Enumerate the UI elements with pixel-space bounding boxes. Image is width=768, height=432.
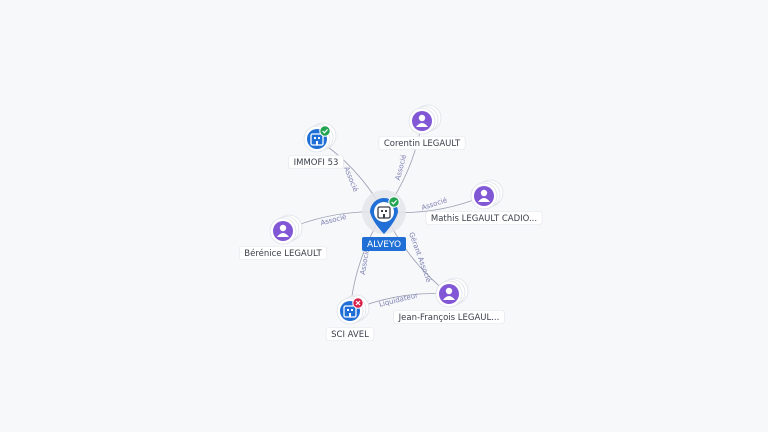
- node-label: Bérénice LEGAULT: [244, 248, 322, 259]
- building-icon-window: [314, 137, 316, 139]
- center-label: ALVEYO: [367, 240, 401, 250]
- edge-label: Associé: [320, 213, 348, 228]
- person-icon: [474, 186, 494, 206]
- node-label-background: [288, 155, 344, 169]
- person-icon-head: [418, 114, 426, 122]
- person-icon: [273, 221, 293, 241]
- person-icon-body: [416, 123, 428, 127]
- person-icon-head: [279, 224, 287, 232]
- person-icon: [439, 284, 459, 304]
- person-icon-body: [277, 233, 289, 237]
- edge-label: Associé: [342, 165, 359, 193]
- edge-label: Gérant Associé: [407, 231, 433, 283]
- building-icon-window: [385, 210, 387, 212]
- edge-label: Liquidateur: [378, 291, 419, 308]
- node-label-background: [393, 310, 505, 324]
- person-icon-body: [478, 198, 490, 202]
- edge-label: Associé: [359, 248, 371, 275]
- building-icon-door: [383, 214, 385, 218]
- node-label: IMMOFI 53: [294, 158, 339, 168]
- node-sciavel[interactable]: SCI AVEL: [325, 294, 375, 341]
- node-label-background: [238, 246, 328, 260]
- node-label-background: [325, 327, 375, 341]
- node-corentin[interactable]: Corentin LEGAULT: [378, 104, 466, 150]
- center-node[interactable]: ALVEYO: [362, 190, 406, 251]
- node-label: Jean-François LEGAUL...: [398, 313, 500, 323]
- building-icon-window: [347, 309, 349, 311]
- edge-label: Associé: [421, 196, 449, 212]
- person-icon-body: [443, 296, 455, 300]
- node-label: Mathis LEGAULT CADIO...: [431, 214, 537, 224]
- building-icon-window: [318, 137, 320, 139]
- node-berenice[interactable]: Bérénice LEGAULT: [238, 214, 328, 260]
- person-icon: [412, 111, 432, 131]
- building-icon-door: [349, 313, 351, 317]
- cross-badge-icon: [352, 297, 364, 309]
- node-label-background: [425, 211, 543, 225]
- building-icon-window: [381, 210, 383, 212]
- node-mathis[interactable]: Mathis LEGAULT CADIO...: [425, 179, 543, 225]
- check-badge-icon: [388, 196, 400, 208]
- person-icon-head: [445, 287, 453, 295]
- node-immofi[interactable]: IMMOFI 53: [288, 122, 344, 169]
- node-label: Corentin LEGAULT: [384, 139, 461, 149]
- building-icon-door: [316, 141, 318, 145]
- edge-label: Associé: [394, 154, 409, 182]
- node-label-background: [378, 136, 466, 150]
- building-icon-window: [351, 309, 353, 311]
- nodes-layer: IMMOFI 53 Corentin LEGAULT Mathis LEGAULT …: [238, 104, 543, 341]
- company-icon: [377, 206, 391, 219]
- check-badge-icon: [319, 125, 331, 137]
- node-jeanfrancois[interactable]: Jean-François LEGAUL...: [393, 277, 505, 324]
- person-icon-head: [480, 189, 488, 197]
- node-label: SCI AVEL: [331, 330, 369, 340]
- center-label-background: [362, 237, 406, 251]
